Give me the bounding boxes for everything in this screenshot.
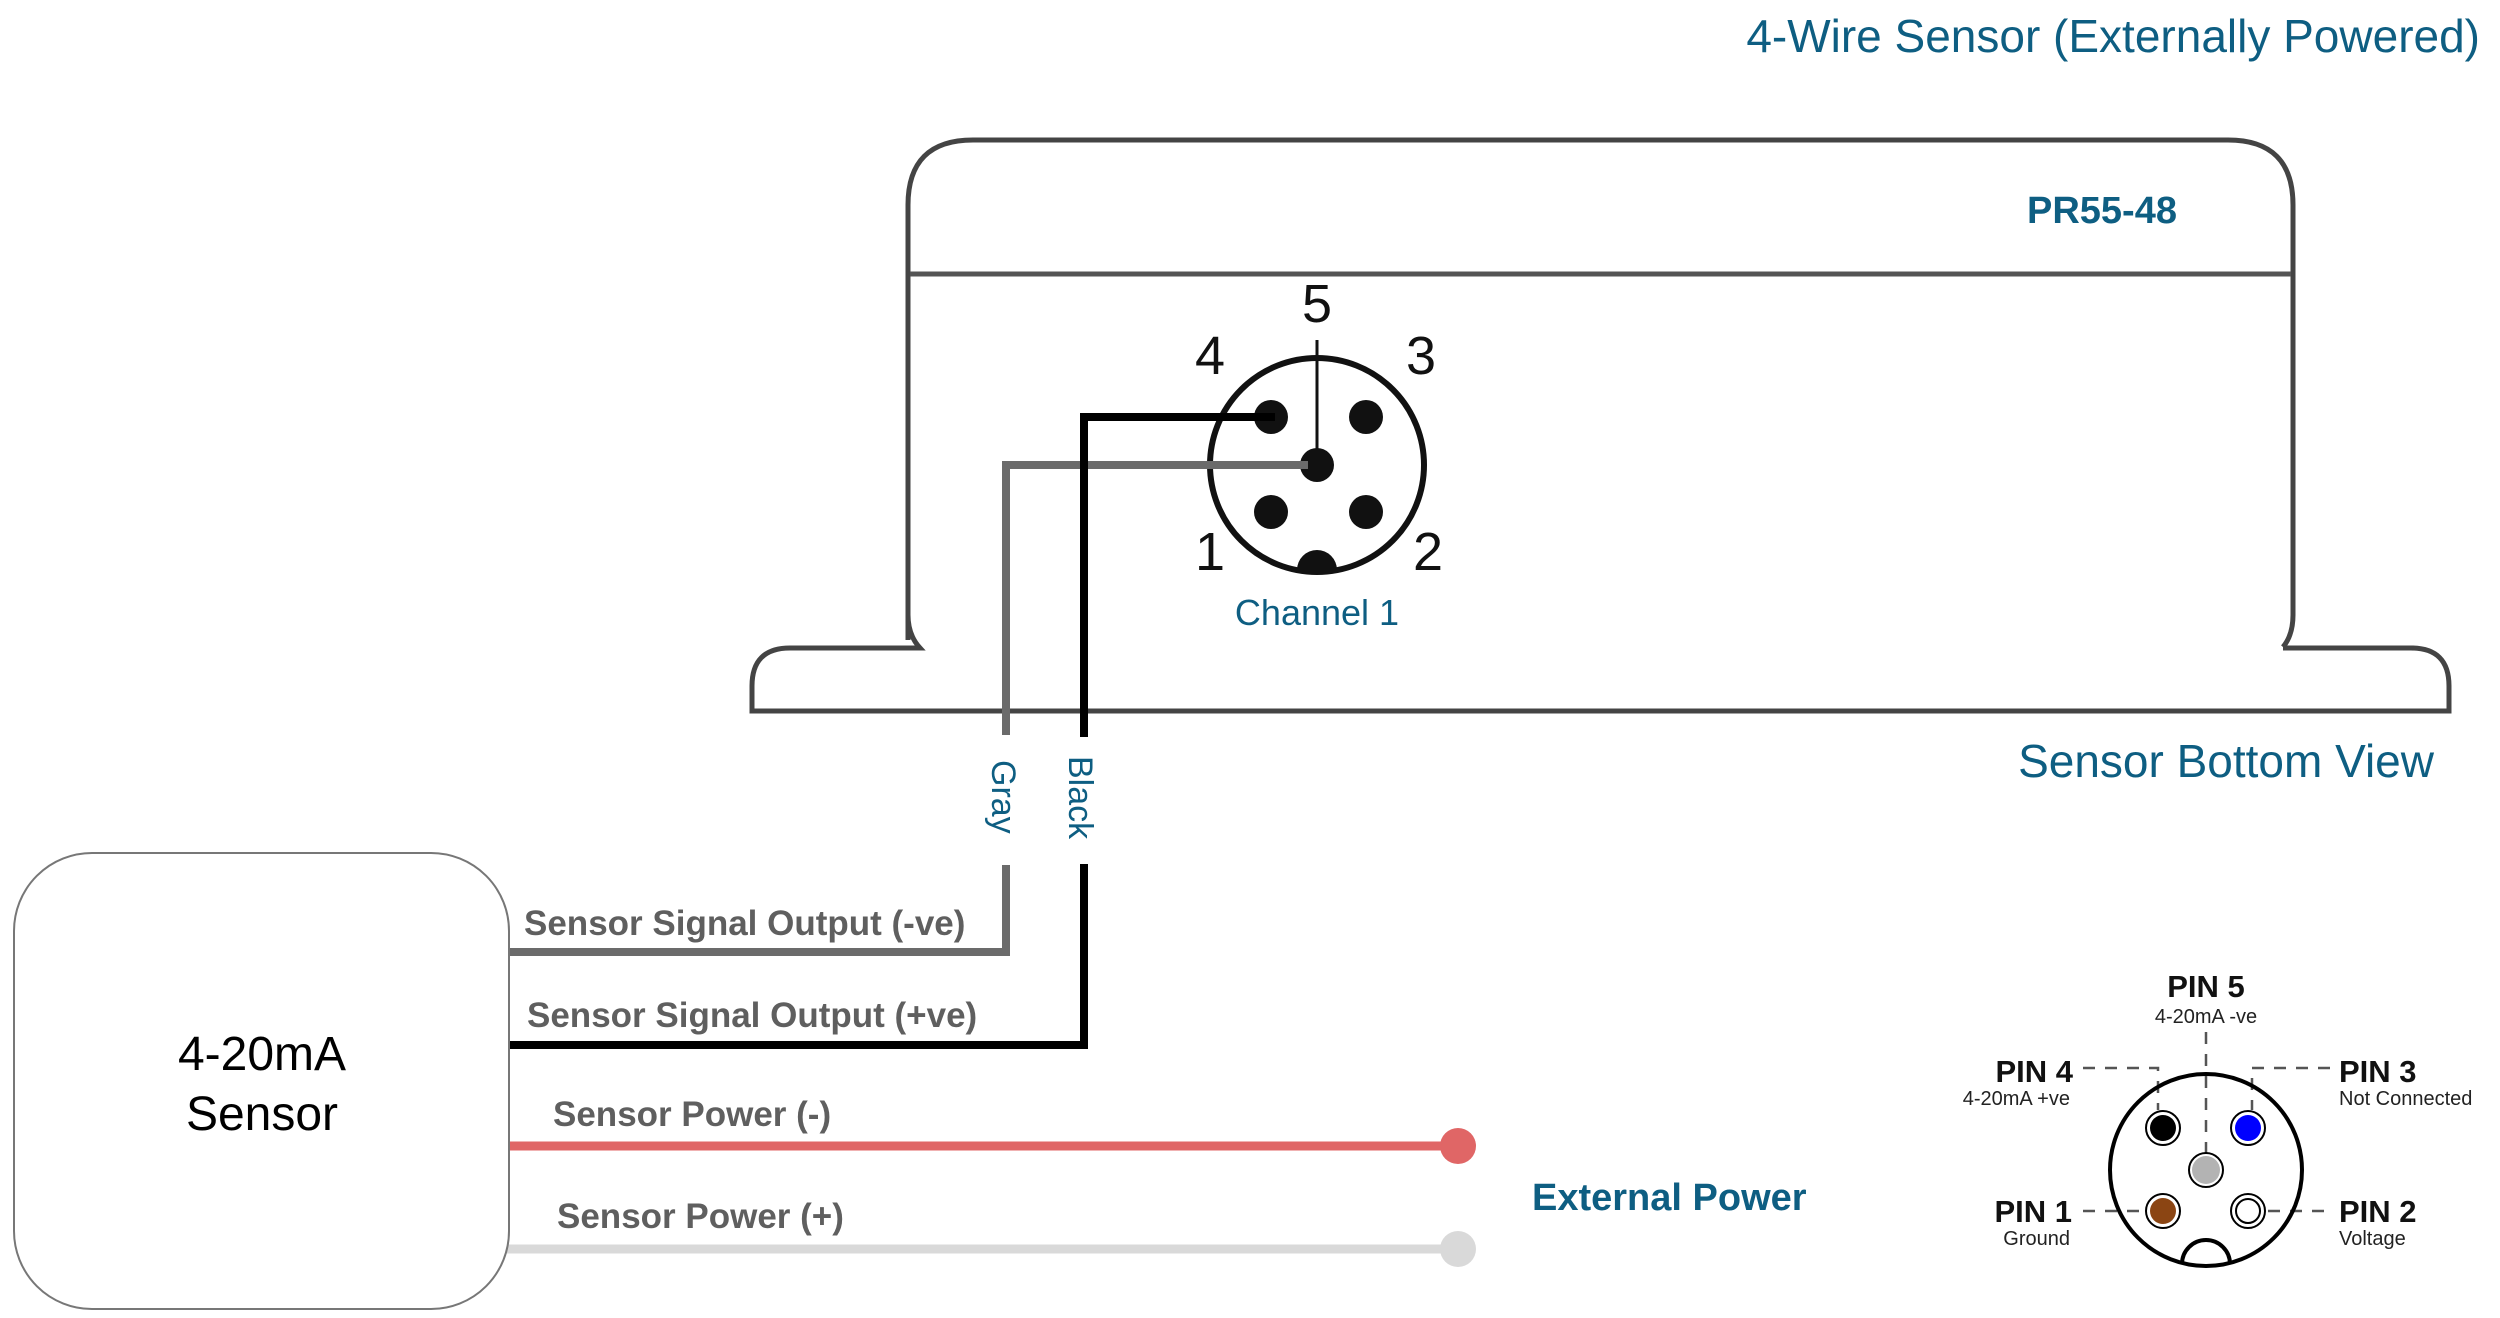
black-wire-upper	[1080, 413, 1275, 737]
legend-pin-3	[2230, 1110, 2266, 1146]
enclosure-body-outline	[905, 137, 2296, 649]
gray-wire-upper	[1002, 461, 1308, 735]
pin-number-5: 5	[1302, 274, 1332, 334]
view-label: Sensor Bottom View	[2018, 735, 2435, 787]
wire-power-positive: Sensor Power (+)	[506, 1197, 1476, 1267]
pin-legend: PIN 5 4-20mA -ve PIN 4 4-20mA +ve PIN 3 …	[1963, 969, 2472, 1268]
diagram-title: 4-Wire Sensor (Externally Powered)	[1746, 10, 2480, 62]
wire-label-power-negative: Sensor Power (-)	[553, 1095, 831, 1134]
pin3-leader	[2250, 1066, 2330, 1110]
connector-key	[1297, 550, 1337, 570]
wire-label-power-positive: Sensor Power (+)	[557, 1197, 844, 1236]
pin-number-2: 2	[1413, 522, 1443, 582]
legend-pin-1	[2145, 1193, 2181, 1229]
power-negative-terminal[interactable]	[1440, 1128, 1476, 1164]
legend-connector-key	[2180, 1238, 2232, 1265]
legend-pin-2	[2230, 1193, 2266, 1229]
connector-pin-2	[1349, 495, 1383, 529]
legend-connector-ring	[2108, 1072, 2304, 1268]
legend-pin5-desc: 4-20mA -ve	[2155, 1006, 2257, 1028]
wire-label-signal-negative: Sensor Signal Output (-ve)	[524, 904, 965, 943]
channel-label: Channel 1	[1235, 592, 1399, 633]
power-positive-terminal[interactable]	[1440, 1231, 1476, 1267]
sensor-label-line1: 4-20mA	[178, 1028, 346, 1081]
legend-pin-4	[2145, 1110, 2181, 1146]
device-model-label: PR55-48	[2027, 190, 2177, 232]
enclosure-flange-left	[749, 614, 2452, 714]
legend-pin3-label: PIN 3	[2339, 1054, 2417, 1089]
legend-pin4-label: PIN 4	[1995, 1054, 2073, 1089]
wire-signal-positive: Black Sensor Signal Output (+ve)	[506, 413, 1275, 1049]
legend-pin-5	[2188, 1152, 2224, 1188]
gray-wire-color-label: Gray	[984, 760, 1022, 834]
pin-number-3: 3	[1406, 326, 1436, 386]
pin4-leader	[2083, 1066, 2160, 1110]
legend-pin1-label: PIN 1	[1994, 1194, 2072, 1229]
black-wire-lower	[506, 864, 1088, 1049]
channel-1-connector: 5 4 3 1 2 Channel 1	[1195, 274, 1443, 633]
connector-pin-1	[1254, 495, 1288, 529]
sensor-box: 4-20mA Sensor	[13, 852, 510, 1310]
black-wire-color-label: Black	[1061, 756, 1099, 840]
legend-pin1-desc: Ground	[2003, 1228, 2070, 1250]
pin-number-4: 4	[1195, 326, 1225, 386]
gray-wire-lower	[506, 865, 1010, 956]
connector-pin-3	[1349, 400, 1383, 434]
legend-pin5-label: PIN 5	[2167, 969, 2245, 1004]
external-power-label: External Power	[1532, 1177, 1807, 1219]
sensor-label-line2: Sensor	[186, 1088, 338, 1141]
wire-signal-negative: Gray Sensor Signal Output (-ve)	[506, 461, 1308, 956]
device-enclosure: PR55-48	[749, 137, 2452, 714]
legend-pin4-desc: 4-20mA +ve	[1963, 1088, 2070, 1110]
wire-label-signal-positive: Sensor Signal Output (+ve)	[527, 996, 977, 1035]
legend-pin3-desc: Not Connected	[2339, 1088, 2472, 1110]
wire-power-negative: Sensor Power (-)	[506, 1095, 1476, 1164]
pin-number-1: 1	[1195, 522, 1225, 582]
sensor-outline	[13, 852, 510, 1310]
connector-pin-5	[1300, 448, 1334, 482]
legend-pin2-label: PIN 2	[2339, 1194, 2417, 1229]
legend-pin2-desc: Voltage	[2339, 1228, 2406, 1250]
